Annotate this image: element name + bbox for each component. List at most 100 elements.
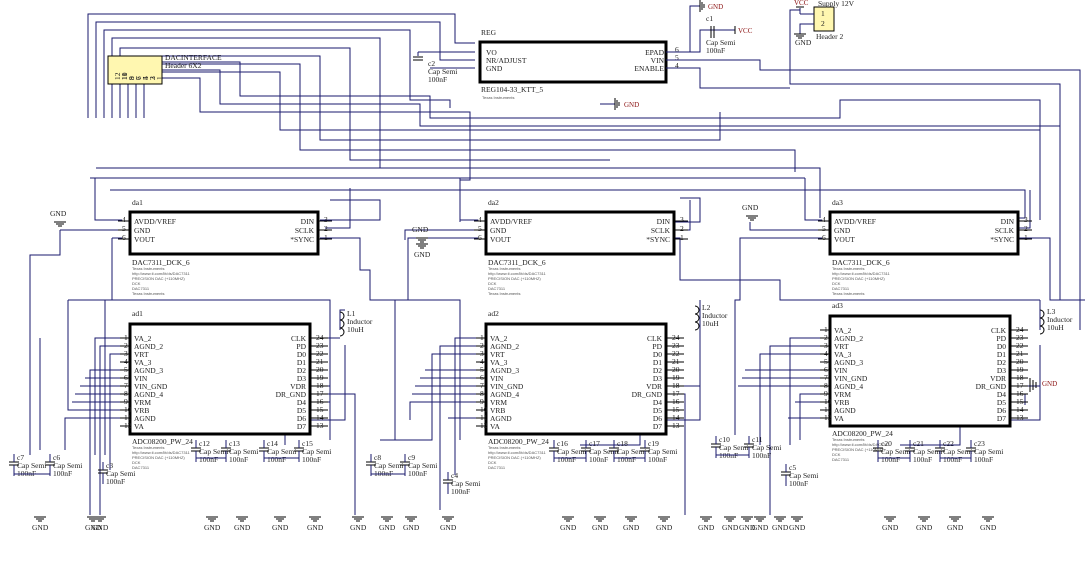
- ground-icon: [741, 516, 753, 522]
- ground-icon: [405, 516, 417, 522]
- adc-info: PRECISION DAC (+110MHZ): [488, 455, 541, 460]
- cap-value: 100nF: [617, 455, 636, 464]
- regulator-body: [478, 40, 668, 84]
- header-name: DACINTERFACE: [165, 53, 222, 62]
- inductor-type: Inductor: [347, 317, 373, 326]
- cap-type: Cap Semi: [881, 447, 910, 456]
- adc-pin-label: AGND_3: [490, 366, 519, 375]
- cap-value: 100nF: [881, 455, 900, 464]
- cap-type: Cap Semi: [229, 447, 258, 456]
- adc-pin-label: D1: [653, 358, 662, 367]
- dac-pin-label: VOUT: [134, 235, 155, 244]
- adc-pin-label: VRB: [134, 406, 149, 415]
- adc-pin-label: D4: [653, 398, 662, 407]
- adc-pin-label: AGND_3: [834, 358, 863, 367]
- regulator-num-6: 6: [675, 45, 679, 54]
- regulator-pin-gnd: GND: [486, 64, 503, 73]
- supply-header: VCC 1 2 Supply 12V Header 2 GND: [794, 0, 855, 47]
- ground-icon: [309, 516, 321, 522]
- ground-icon: [918, 516, 930, 522]
- adc-pin-label: VA_3: [490, 358, 508, 367]
- regulator-pin-vo: VO: [486, 48, 497, 57]
- dac-pin-label: AVDD/VREF: [490, 217, 532, 226]
- ground-icon: [236, 516, 248, 522]
- cap-value: 100nF: [913, 455, 932, 464]
- cap-ref: c23: [974, 439, 985, 448]
- dac-pin-num: 6: [822, 233, 826, 242]
- adc-pin-label: VA: [490, 422, 500, 431]
- adc-ref: ad1: [132, 309, 143, 318]
- adc-info: DAC7311: [132, 465, 150, 470]
- adc-pin-label: AGND_4: [490, 390, 519, 399]
- ground-icon: [416, 243, 428, 249]
- adc-part: ADC08200_PW_24: [488, 437, 549, 446]
- adc-pin-label: D6: [297, 414, 306, 423]
- adc-pin-label: VIN_GND: [490, 382, 524, 391]
- cap-type: Cap Semi: [557, 447, 586, 456]
- adc-pin-label: AGND_2: [134, 342, 163, 351]
- ground-icon: [442, 516, 454, 522]
- adc-pin-label: VIN: [134, 374, 148, 383]
- dac-info: http://www.ti.com/lit/ds/DAC7311: [488, 271, 547, 276]
- header-pin-label: 3: [148, 76, 157, 80]
- cap-ref: c20: [881, 439, 892, 448]
- adc-pin-label: VRB: [834, 398, 849, 407]
- header-body: [107, 55, 163, 85]
- adc-info: DCK: [488, 460, 497, 465]
- regulator-num-5: 5: [675, 53, 679, 62]
- header-pin-label: 7: [134, 76, 143, 80]
- cap-value: 100nF: [451, 487, 470, 496]
- adc-pin-label: VIN_GND: [834, 374, 868, 383]
- vcc-net-label: VCC: [738, 27, 753, 35]
- gnd-net-label: GND: [412, 225, 429, 234]
- adc-pin-label: AGND_4: [834, 382, 863, 391]
- ground-icon: [625, 516, 637, 522]
- adc-info: http://www.ti.com/lit/ds/DAC7311: [488, 450, 547, 455]
- cap-value: 100nF: [199, 455, 218, 464]
- cap-ref: c4: [451, 471, 458, 480]
- adc-pin-label: D4: [997, 390, 1006, 399]
- cap-type: Cap Semi: [719, 443, 748, 452]
- inductor-value: 10uH: [347, 325, 364, 334]
- dac-info: DCK: [832, 281, 841, 286]
- dac-pin-num: 2: [1024, 224, 1028, 233]
- adc-body: [128, 322, 312, 436]
- dac-pin-label: VOUT: [490, 235, 511, 244]
- inductor-coil: [339, 327, 345, 337]
- cap-type: Cap Semi: [199, 447, 228, 456]
- dac-pin-label: DIN: [1001, 217, 1015, 226]
- cap-value: 100nF: [648, 455, 667, 464]
- adc-pin-label: D3: [297, 374, 306, 383]
- adc-pin-label: VIN_GND: [134, 382, 168, 391]
- regulator-ref: REG: [481, 28, 497, 37]
- supply-pin-1: 1: [821, 9, 825, 18]
- header-type: Header 6X2: [165, 61, 202, 70]
- dac-pin-label: GND: [134, 226, 151, 235]
- inductor-coil: [339, 311, 345, 321]
- ground-icon: [206, 516, 218, 522]
- adc-pin-label: D3: [653, 374, 662, 383]
- ground-icon: [700, 516, 712, 522]
- gnd-net-label: GND: [624, 101, 639, 109]
- cap-type: Cap Semi: [106, 469, 135, 478]
- adc-pin-label: VA: [834, 414, 844, 423]
- gnd-net-label: GND: [722, 523, 739, 532]
- ground-icon: [658, 516, 670, 522]
- cap-ref: c3: [106, 461, 113, 470]
- cap-ref: c11: [752, 435, 763, 444]
- adc-pin-label: D7: [997, 414, 1006, 423]
- gnd-net-label: GND: [772, 523, 789, 532]
- adc-pin-label: D2: [997, 358, 1006, 367]
- ground-icon: [794, 33, 806, 39]
- dac-pin-num: 6: [122, 233, 126, 242]
- cap-c1: c1 Cap Semi 100nF: [706, 14, 735, 55]
